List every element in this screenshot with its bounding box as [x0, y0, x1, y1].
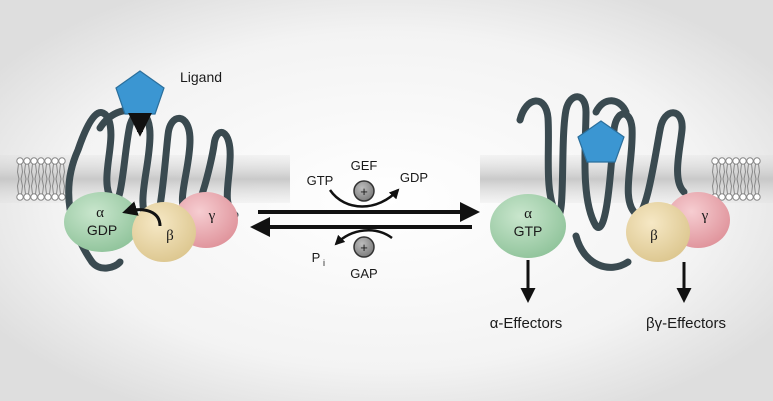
lipid-tail	[23, 178, 31, 195]
gap-hydrolysis-curve	[334, 229, 393, 246]
gef-label: GEF	[351, 158, 378, 173]
lipid-tail	[753, 163, 761, 180]
receptor-right-nterm	[592, 97, 630, 116]
alpha-subunit-left	[64, 192, 140, 252]
beta-symbol-right: β	[650, 228, 658, 244]
lipid-tail	[16, 178, 24, 195]
lipid-head	[44, 157, 52, 165]
beta-subunit-right	[626, 202, 690, 262]
lipid-tail	[725, 163, 733, 180]
lipid-head	[718, 157, 726, 165]
lipid-head	[37, 157, 45, 165]
gef-exchange-curve	[328, 188, 400, 208]
lipid-tail	[30, 163, 38, 180]
gap-label: GAP	[350, 266, 377, 281]
lipid-tail	[711, 163, 719, 180]
receptor-right-cterm	[572, 232, 632, 271]
lipid-head	[16, 193, 24, 201]
lipid-head	[725, 193, 733, 201]
lipid-head	[23, 157, 31, 165]
lipid-head	[739, 157, 747, 165]
lipid-tail	[739, 163, 747, 180]
gef-plus-symbol: +	[360, 184, 368, 199]
receptor-left-cterm	[88, 258, 124, 272]
lipid-head	[51, 193, 59, 201]
gamma-symbol-right: γ	[701, 208, 709, 224]
lipid-tail	[37, 178, 45, 195]
lipid-tail	[44, 163, 52, 180]
ligand-label: Ligand	[180, 69, 222, 85]
lipid-head	[711, 157, 719, 165]
lipid-head	[718, 193, 726, 201]
pi-subscript: i	[323, 258, 325, 268]
lipid-head	[753, 157, 761, 165]
lipid-head	[753, 193, 761, 201]
lipid-head	[732, 157, 740, 165]
lipid-head	[37, 193, 45, 201]
lipid-tail	[725, 178, 733, 195]
lipid-tail	[44, 178, 52, 195]
lipid-head	[51, 157, 59, 165]
lipid-head	[739, 193, 747, 201]
lipid-tail	[51, 163, 59, 180]
gtp-in-label: GTP	[307, 173, 334, 188]
lipid-tail	[711, 178, 719, 195]
lipid-tail	[16, 163, 24, 180]
lipid-head	[58, 193, 66, 201]
lipid-tail	[746, 163, 754, 180]
lipid-tail	[732, 163, 740, 180]
lipid-tail	[30, 178, 38, 195]
gef-plus-badge	[353, 180, 375, 202]
lipid-tail	[58, 163, 66, 180]
gap-plus-symbol: +	[360, 240, 368, 255]
beta-symbol-left: β	[166, 228, 174, 244]
alpha-subunit-right	[490, 194, 566, 258]
alpha-nucleotide-left: GDP	[87, 222, 117, 238]
alpha-symbol-left: α	[96, 205, 104, 221]
lipid-tail	[718, 178, 726, 195]
beta-subunit-left	[132, 202, 196, 262]
lipid-head	[30, 157, 38, 165]
lipid-bilayer-left	[16, 157, 66, 201]
lipid-head	[30, 193, 38, 201]
lipid-bilayer-right	[711, 157, 761, 201]
gamma-symbol-left: γ	[208, 208, 216, 224]
lipid-head	[44, 193, 52, 201]
gap-plus-badge	[353, 236, 375, 258]
lipid-tail	[732, 178, 740, 195]
lipid-head	[725, 157, 733, 165]
lipid-head	[23, 193, 31, 201]
gdp-out-label: GDP	[400, 170, 428, 185]
lipid-head	[732, 193, 740, 201]
lipid-head	[746, 157, 754, 165]
lipid-head	[16, 157, 24, 165]
lipid-tail	[37, 163, 45, 180]
lipid-tail	[23, 163, 31, 180]
alpha-nucleotide-right: GTP	[514, 223, 543, 239]
ligand-pentagon-right	[577, 120, 625, 163]
lipid-head	[746, 193, 754, 201]
alpha-symbol-right: α	[524, 206, 532, 222]
pi-label: P	[312, 250, 321, 265]
lipid-head	[58, 157, 66, 165]
lipid-tail	[739, 178, 747, 195]
lipid-tail	[51, 178, 59, 195]
alpha-effectors-label: α-Effectors	[490, 315, 563, 332]
lipid-tail	[718, 163, 726, 180]
betagamma-effectors-label: βγ-Effectors	[646, 315, 726, 332]
gdp-release-arrow	[122, 201, 162, 227]
lipid-tail	[753, 178, 761, 195]
lipid-tail	[746, 178, 754, 195]
lipid-tail	[58, 178, 66, 195]
